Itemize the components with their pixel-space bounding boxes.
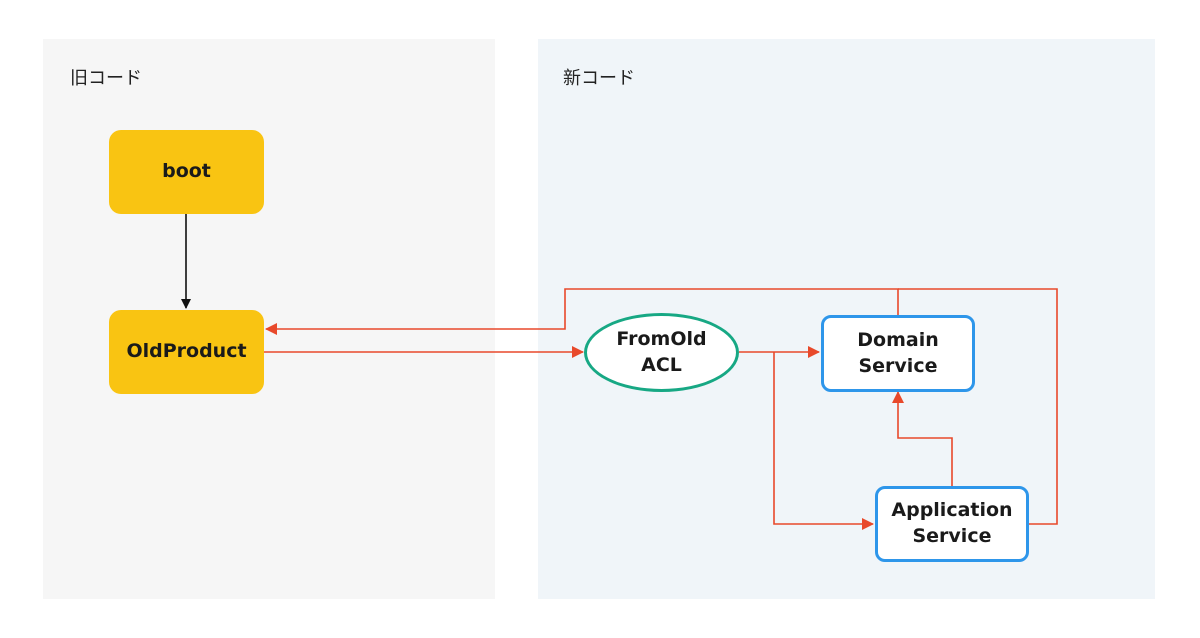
node-oldproduct[interactable]: OldProduct [109,310,264,394]
edge-application-to-domain-service [892,391,953,486]
new-code-title: 新コード [563,68,635,89]
node-application-service[interactable]: Application Service [875,486,1029,562]
edge-application-service-to-oldproduct [898,288,1058,525]
node-domain-service[interactable]: Domain Service [821,315,975,392]
node-fromold-acl[interactable]: FromOld ACL [584,313,739,392]
old-code-title: 旧コード [70,68,142,89]
edge-domain-service-to-oldproduct [265,288,899,335]
node-boot[interactable]: boot [109,130,264,214]
edge-acl-to-application-service [773,352,874,530]
